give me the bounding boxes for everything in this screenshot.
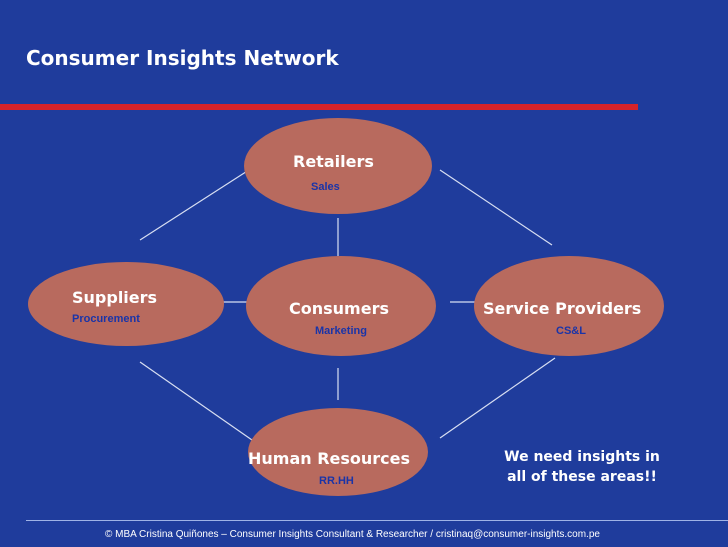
callout-line-1: We need insights in — [504, 449, 660, 465]
connector-suppliers-retailers — [139, 167, 253, 241]
node-retailers-name: Retailers — [293, 152, 374, 171]
callout-line-2: all of these areas!! — [507, 469, 657, 485]
node-consumers-name: Consumers — [289, 299, 389, 318]
connector-retailers-service — [439, 169, 553, 246]
node-suppliers-sub: Procurement — [72, 313, 140, 325]
node-human-resources-name: Human Resources — [248, 449, 411, 468]
title-underline — [0, 104, 638, 110]
connector-service-hr — [439, 357, 556, 439]
node-service-providers-name: Service Providers — [483, 299, 642, 318]
node-consumers — [246, 256, 436, 356]
node-service-providers-sub: CS&L — [556, 325, 586, 337]
connector-suppliers-hr — [139, 361, 253, 441]
callout-text: We need insights in all of these areas!! — [472, 447, 692, 487]
node-consumers-sub: Marketing — [315, 325, 367, 337]
node-human-resources-sub: RR.HH — [319, 475, 354, 487]
footer-text: © MBA Cristina Quiñones – Consumer Insig… — [105, 529, 600, 540]
node-retailers — [244, 118, 432, 214]
node-suppliers-name: Suppliers — [72, 288, 158, 307]
node-suppliers — [28, 262, 224, 346]
node-human-resources — [248, 408, 428, 496]
slide-title: Consumer Insights Network — [26, 46, 339, 70]
footer-divider — [26, 520, 728, 521]
node-service-providers — [474, 256, 664, 356]
node-retailers-sub: Sales — [311, 181, 340, 193]
